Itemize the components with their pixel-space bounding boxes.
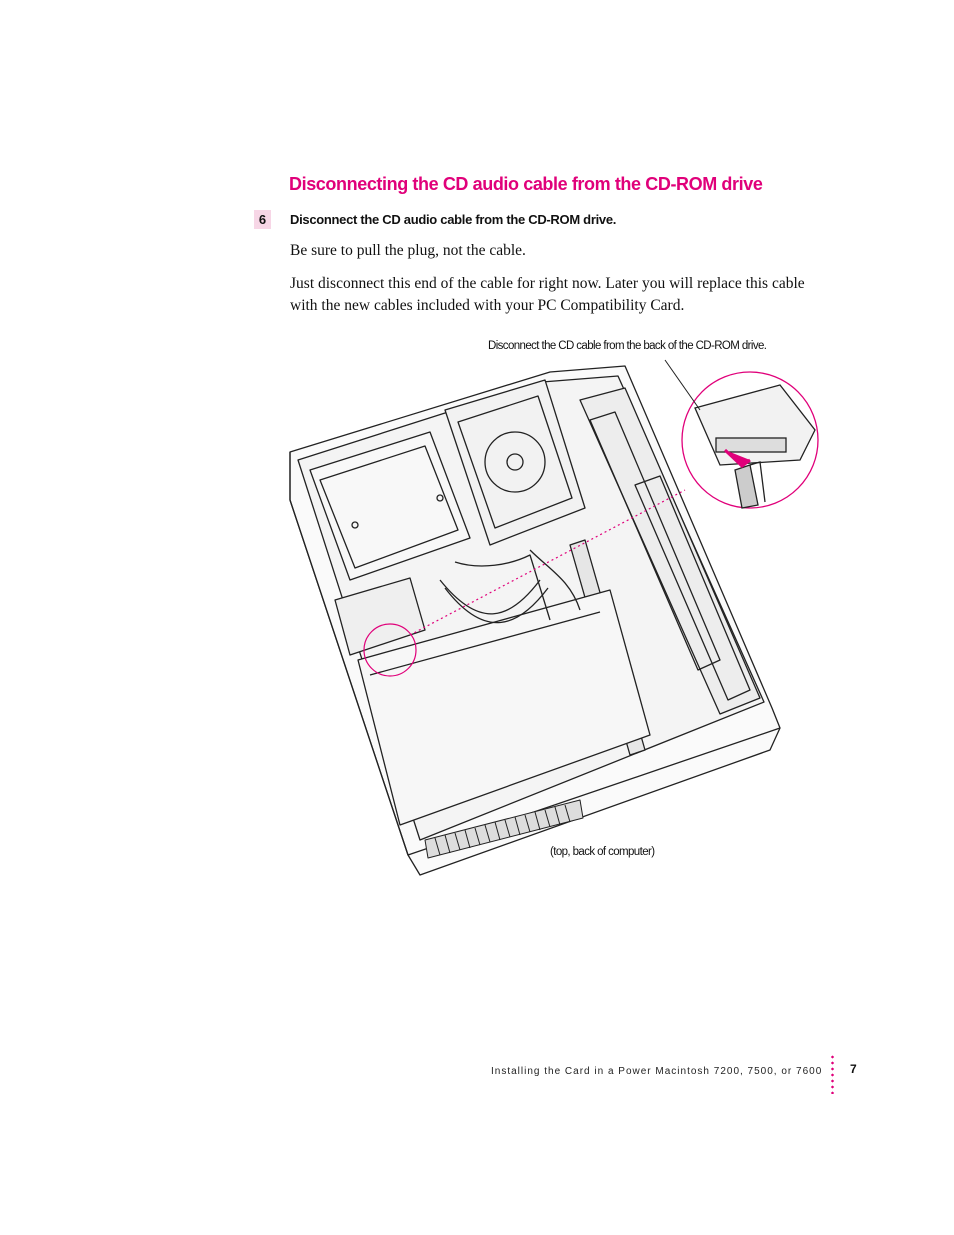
computer-interior-illustration bbox=[289, 359, 819, 876]
running-footer: Installing the Card in a Power Macintosh… bbox=[491, 1066, 823, 1077]
step-number-badge: 6 bbox=[254, 210, 271, 229]
body-paragraph: Be sure to pull the plug, not the cable. bbox=[290, 242, 526, 259]
footer-dot-divider bbox=[831, 1054, 834, 1094]
page-number: 7 bbox=[850, 1062, 857, 1076]
step-instruction: Disconnect the CD audio cable from the C… bbox=[290, 212, 617, 227]
figure-caption: (top, back of computer) bbox=[550, 846, 655, 858]
figure-callout: Disconnect the CD cable from the back of… bbox=[488, 340, 767, 352]
section-heading: Disconnecting the CD audio cable from th… bbox=[289, 174, 763, 194]
body-paragraph: Just disconnect this end of the cable fo… bbox=[290, 275, 805, 314]
